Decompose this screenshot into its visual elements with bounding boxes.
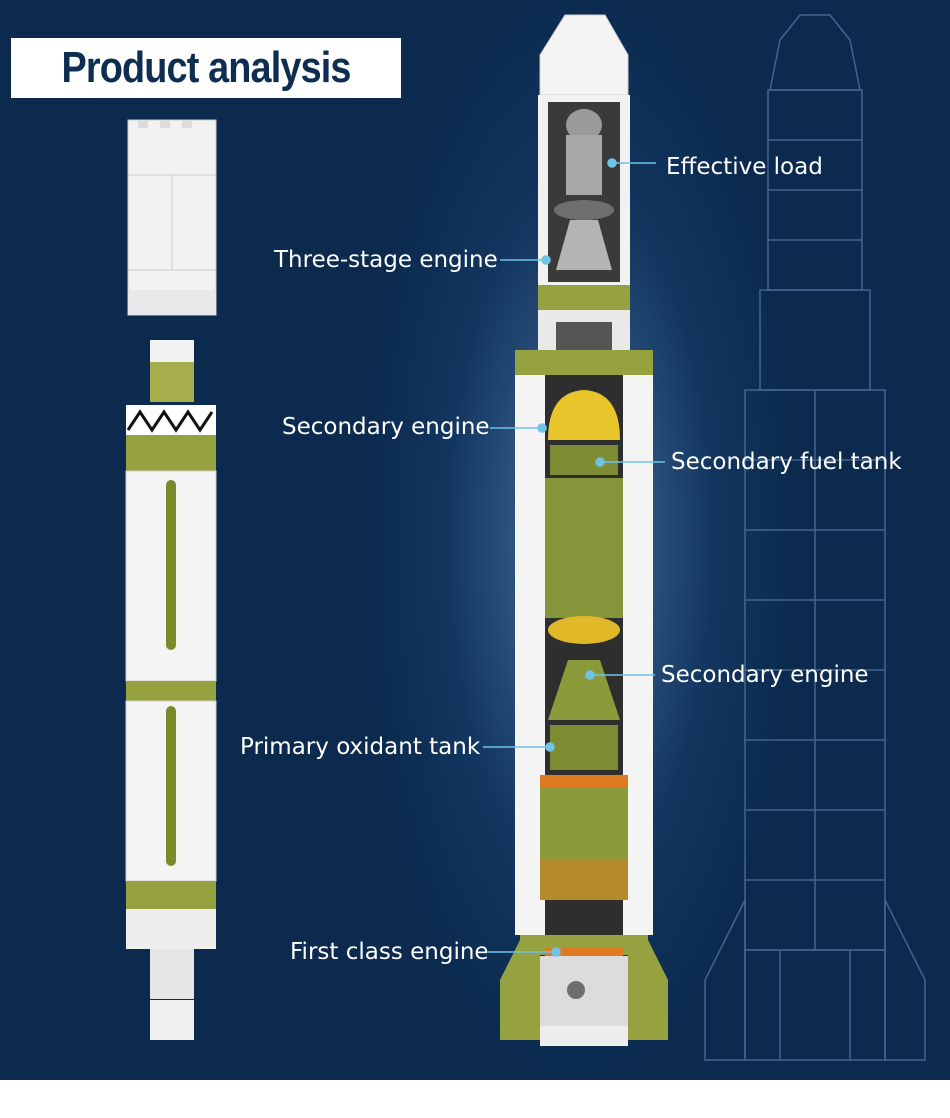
label-secondary-engine-upper: Secondary engine <box>282 414 490 440</box>
label-three-stage-engine: Three-stage engine <box>274 247 498 273</box>
label-primary-oxidant-tank: Primary oxidant tank <box>240 734 481 760</box>
stage-part <box>125 340 217 1040</box>
shroud-part <box>127 119 217 316</box>
label-secondary-engine-lower: Secondary engine <box>661 662 869 688</box>
label-first-class-engine: First class engine <box>290 939 489 965</box>
label-effective-load: Effective load <box>666 154 823 180</box>
page-title: Product analysis <box>61 43 351 92</box>
label-secondary-fuel-tank: Secondary fuel tank <box>671 449 902 475</box>
title-banner: Product analysis <box>11 38 401 98</box>
bottom-white-strip <box>0 1080 950 1118</box>
